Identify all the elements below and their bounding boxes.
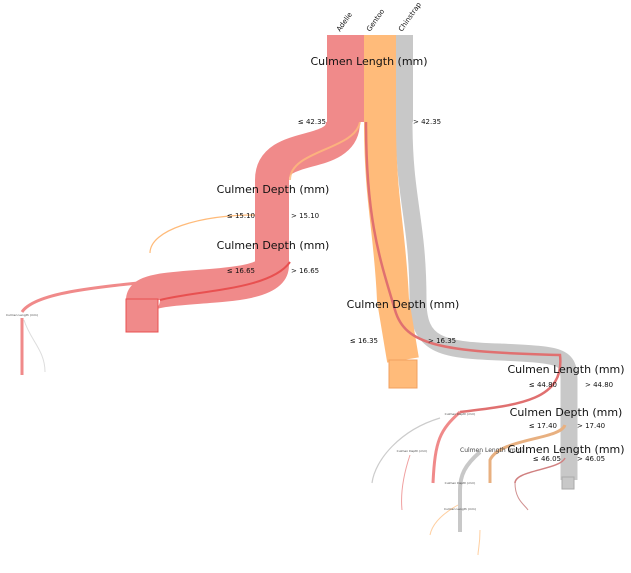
flow-sub-red xyxy=(431,410,462,484)
leaf-adelie xyxy=(125,298,159,333)
small-node-label: Culmen Length (mm) xyxy=(444,507,476,511)
class-label-gentoo: Gentoo xyxy=(365,8,386,33)
flow-red-highlight xyxy=(159,261,291,301)
node-l1-feature: Culmen Depth (mm) xyxy=(217,183,330,196)
node-r1-left: ≤ 16.35 xyxy=(350,337,378,345)
node-r4-right: > 46.05 xyxy=(577,455,605,463)
small-node-label: Culmen Length (mm) xyxy=(6,313,38,317)
flow-left-gentoo xyxy=(289,121,361,181)
flow-red-to-left-node xyxy=(20,268,256,313)
node-l2-left: ≤ 16.65 xyxy=(227,267,255,275)
node-root-feature: Culmen Length (mm) xyxy=(310,55,427,68)
node-l1-left: ≤ 15.10 xyxy=(227,212,255,220)
node-root-right: > 42.35 xyxy=(413,118,441,126)
node-r2-left: ≤ 44.80 xyxy=(529,381,557,389)
flow-sub-orange xyxy=(429,504,459,536)
node-l2-right: > 16.65 xyxy=(291,267,319,275)
node-r3-right: > 17.40 xyxy=(577,422,605,430)
bar-chinstrap xyxy=(396,35,413,122)
node-r3-feature: Culmen Depth (mm) xyxy=(510,406,623,419)
flow-sub-gray2 xyxy=(458,450,482,532)
flow-thin-gray xyxy=(23,319,46,373)
node-r3-left: ≤ 17.40 xyxy=(529,422,557,430)
flow-sub-orange2 xyxy=(477,529,481,556)
flow-sub-pink2 xyxy=(514,482,529,511)
node-l2-feature: Culmen Depth (mm) xyxy=(217,239,330,252)
flow-sub-pink xyxy=(401,454,411,511)
bar-adelie xyxy=(327,35,364,122)
flow-left-adelie xyxy=(126,119,360,312)
flow-small-orange xyxy=(149,214,256,254)
node-r1-feature: Culmen Depth (mm) xyxy=(347,298,460,311)
flow-right-gentoo xyxy=(364,121,419,363)
small-node-label: Culmen Length (mm) xyxy=(460,447,524,454)
small-node-label: Culmen Depth (mm) xyxy=(445,412,476,416)
node-r2-right: > 44.80 xyxy=(585,381,613,389)
node-r2-feature: Culmen Length (mm) xyxy=(507,363,624,376)
flow-r4-red xyxy=(514,457,566,484)
flow-r4-orange xyxy=(488,424,567,483)
flow-right-chinstrap xyxy=(395,121,578,480)
node-r4-left: ≤ 46.05 xyxy=(533,455,561,463)
small-node-label: Culmen Depth (mm) xyxy=(445,481,476,485)
node-r4-feature: Culmen Length (mm) xyxy=(507,443,624,456)
node-l1-right: > 15.10 xyxy=(291,212,319,220)
node-r1-right: > 16.35 xyxy=(428,337,456,345)
class-label-adelie: Adelie xyxy=(335,11,354,33)
small-node-label: Culmen Depth (mm) xyxy=(397,449,428,453)
leaf-gentoo xyxy=(388,359,418,389)
bar-gentoo xyxy=(364,35,396,122)
flow-sub-gray xyxy=(371,417,441,484)
flow-right-adelie xyxy=(364,121,562,414)
leaf-chinstrap xyxy=(561,476,575,490)
node-root-left: ≤ 42.35 xyxy=(298,118,326,126)
class-label-chinstrap: Chinstrap xyxy=(397,0,423,33)
